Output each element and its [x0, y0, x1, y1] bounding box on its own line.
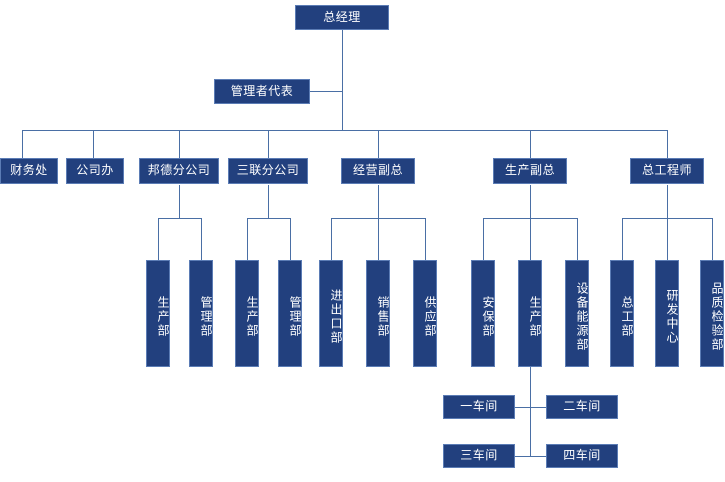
- connector-workshop-trunk: [530, 367, 531, 456]
- node-label: 总工部: [620, 295, 634, 338]
- node-label: 财务处: [10, 163, 48, 178]
- node-label: 公司办: [76, 163, 114, 178]
- connector-sanlian-bus: [247, 218, 290, 219]
- node-bangde-management-department[interactable]: 管理部: [189, 260, 213, 367]
- connector-chief-engineer-child-3: [712, 218, 713, 260]
- node-general-manager[interactable]: 总经理: [295, 5, 389, 30]
- connector-chief-engineer-trunk: [667, 185, 668, 218]
- connector-management-rep-stub: [310, 91, 343, 92]
- node-label: 生产部: [156, 295, 170, 338]
- node-label: 安保部: [481, 295, 495, 338]
- node-sanlian-management-department[interactable]: 管理部: [278, 260, 302, 367]
- connector-sanlian-trunk: [268, 185, 269, 218]
- node-label: 一车间: [460, 399, 498, 414]
- connector-drop-production-vp: [530, 130, 531, 158]
- connector-drop-chief-engineer: [667, 130, 668, 158]
- connector-chief-engineer-child-1: [622, 218, 623, 260]
- node-sanlian-production-department[interactable]: 生产部: [235, 260, 259, 367]
- node-label: 邦德分公司: [147, 163, 211, 178]
- node-label: 生产部: [528, 295, 542, 338]
- node-workshop-4[interactable]: 四车间: [546, 444, 618, 468]
- connector-chief-engineer-child-2: [667, 218, 668, 260]
- connector-drop-business-vp: [378, 130, 379, 158]
- node-label: 生产部: [245, 295, 259, 338]
- connector-business-vp-child-3: [425, 218, 426, 260]
- node-label: 品质检验部: [710, 281, 724, 352]
- connector-business-vp-trunk: [378, 185, 379, 218]
- node-label: 三联分公司: [236, 163, 300, 178]
- connector-drop-company-office: [93, 130, 94, 158]
- connector-business-vp-child-2: [378, 218, 379, 260]
- node-label: 销售部: [376, 295, 390, 338]
- connector-production-vp-child-1: [483, 218, 484, 260]
- node-label: 总经理: [323, 9, 361, 24]
- node-production-department[interactable]: 生产部: [518, 260, 542, 367]
- node-quality-inspection-department[interactable]: 品质检验部: [700, 260, 724, 367]
- node-company-office[interactable]: 公司办: [66, 158, 124, 184]
- node-label: 管理部: [288, 295, 302, 338]
- connector-workshop-row1-right: [530, 407, 546, 408]
- connector-bangde-child-1: [158, 218, 159, 260]
- node-supply-department[interactable]: 供应部: [413, 260, 437, 367]
- connector-production-vp-child-3: [577, 218, 578, 260]
- node-label: 设备能源部: [575, 281, 589, 352]
- node-chief-engineer[interactable]: 总工程师: [630, 158, 704, 184]
- node-security-department[interactable]: 安保部: [471, 260, 495, 367]
- node-workshop-1[interactable]: 一车间: [443, 395, 515, 419]
- node-label: 管理者代表: [230, 83, 294, 98]
- node-workshop-3[interactable]: 三车间: [443, 444, 515, 468]
- connector-workshop-row2-left: [515, 456, 531, 457]
- node-sales-department[interactable]: 销售部: [366, 260, 390, 367]
- node-label: 总工程师: [641, 163, 692, 178]
- connector-drop-finance: [22, 130, 23, 158]
- node-management-representative[interactable]: 管理者代表: [214, 79, 310, 104]
- connector-bangde-trunk: [179, 185, 180, 218]
- node-label: 三车间: [460, 448, 498, 463]
- connector-workshop-row1-left: [515, 407, 531, 408]
- connector-workshop-row2-right: [530, 456, 546, 457]
- connector-drop-bangde: [179, 130, 180, 158]
- node-business-vice-president[interactable]: 经营副总: [341, 158, 415, 184]
- node-finance-department[interactable]: 财务处: [0, 158, 58, 184]
- node-label: 二车间: [563, 399, 601, 414]
- connector-sanlian-child-2: [290, 218, 291, 260]
- node-sanlian-branch[interactable]: 三联分公司: [228, 158, 308, 184]
- connector-bangde-bus: [158, 218, 201, 219]
- node-label: 管理部: [199, 295, 213, 338]
- node-label: 生产副总: [504, 163, 555, 178]
- node-label: 供应部: [423, 295, 437, 338]
- connector-drop-sanlian: [268, 130, 269, 158]
- connector-sanlian-child-1: [247, 218, 248, 260]
- node-label: 经营副总: [352, 163, 403, 178]
- connector-business-vp-child-1: [331, 218, 332, 260]
- node-equipment-energy-department[interactable]: 设备能源部: [565, 260, 589, 367]
- node-production-vice-president[interactable]: 生产副总: [493, 158, 567, 184]
- node-chief-engineering-department[interactable]: 总工部: [610, 260, 634, 367]
- connector-main-bus: [22, 130, 667, 131]
- node-label: 四车间: [563, 448, 601, 463]
- connector-production-vp-child-2: [530, 218, 531, 260]
- node-import-export-department[interactable]: 进出口部: [319, 260, 343, 367]
- node-bangde-production-department[interactable]: 生产部: [146, 260, 170, 367]
- node-rd-center[interactable]: 研发中心: [655, 260, 679, 367]
- connector-gm-trunk: [342, 30, 343, 130]
- node-bangde-branch[interactable]: 邦德分公司: [139, 158, 219, 184]
- node-label: 研发中心: [665, 288, 679, 345]
- node-workshop-2[interactable]: 二车间: [546, 395, 618, 419]
- connector-production-vp-trunk: [530, 185, 531, 218]
- node-label: 进出口部: [329, 288, 343, 345]
- connector-bangde-child-2: [201, 218, 202, 260]
